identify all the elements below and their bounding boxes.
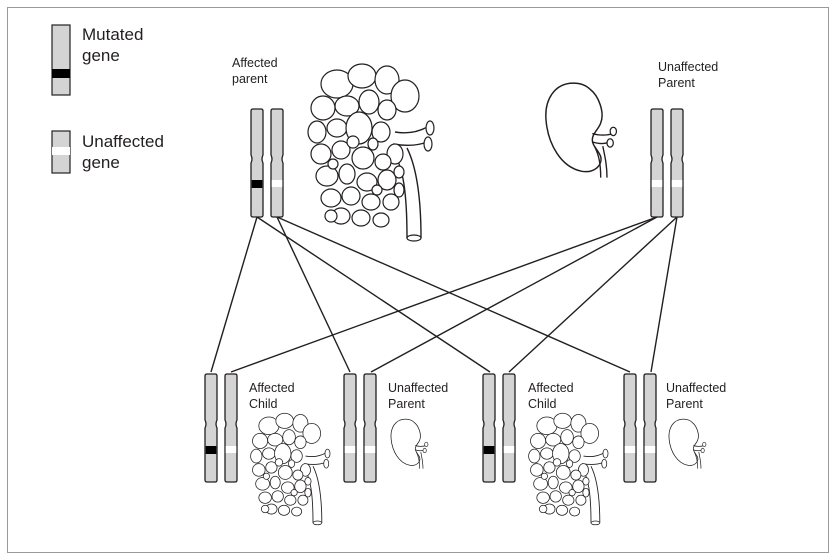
child-1-chromosome-b <box>225 374 237 482</box>
child-3-chromosome-b <box>503 374 515 482</box>
line-p1b-c4 <box>277 217 630 372</box>
line-p1a-c1 <box>211 217 257 372</box>
child-4-chromosome-b <box>644 374 656 482</box>
child-2-chromosome-b <box>364 374 376 482</box>
line-p2b-c4 <box>651 217 677 372</box>
parent-right-chromosome-a <box>651 109 663 217</box>
legend-mutated-chromosome <box>52 25 70 95</box>
inheritance-lines <box>211 217 677 372</box>
child-1-chromosome-a <box>205 374 217 482</box>
parent-left-chromosome-b <box>271 109 283 217</box>
child-3-chromosome-a <box>483 374 495 482</box>
child-3-polycystic-kidney-icon <box>529 413 608 525</box>
child-2-normal-kidney-icon <box>391 419 428 469</box>
parent-left-polycystic-kidney-icon <box>308 64 434 241</box>
parent-right-chromosome-b <box>671 109 683 217</box>
parent-right-normal-kidney-icon <box>546 83 617 177</box>
line-p1b-c2 <box>277 217 350 372</box>
child-4-normal-kidney-icon <box>669 419 706 469</box>
parent-left-chromosome-a <box>251 109 263 217</box>
legend-unaffected-chromosome <box>52 131 70 173</box>
child-1-polycystic-kidney-icon <box>251 413 330 525</box>
child-4-chromosome-a <box>624 374 636 482</box>
child-2-chromosome-a <box>344 374 356 482</box>
